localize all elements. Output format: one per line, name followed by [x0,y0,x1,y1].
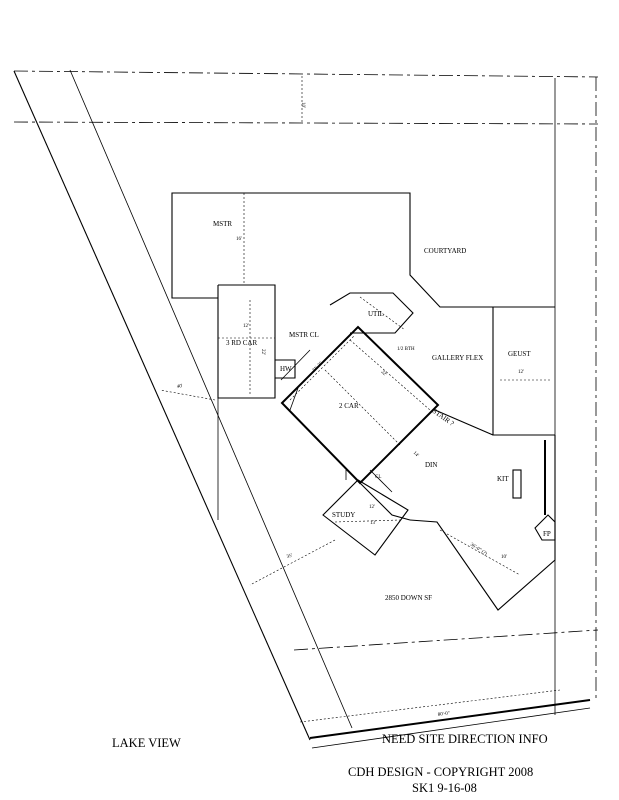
dim-top-setback: 10' [300,102,305,108]
sheet-id: SK1 9-16-08 [412,781,477,795]
building-walls [171,192,556,611]
dim-lower-setback: 35' [286,554,293,560]
dim-side-setback: 40' [176,384,183,390]
dim-two-car-d: 22' [380,370,388,378]
dimension-labels: 10' 16' 12' 22' 21'-3" 22' 12' 14' 12' 1… [176,102,524,718]
dim-guest: 12' [518,370,524,375]
room-third-car: 3 RD CAR [226,339,257,347]
copyright-line: CDH DESIGN - COPYRIGHT 2008 [348,765,533,779]
dim-study-w: 12' [369,505,375,510]
room-courtyard: COURTYARD [424,247,466,255]
room-hw: HW [280,365,292,373]
site-direction-note: NEED SITE DIRECTION INFO [382,732,548,746]
dim-frontage: 80'-0" [438,711,451,718]
title-block: 2850 DOWN SF LAKE VIEW NEED SITE DIRECTI… [112,594,548,795]
room-gallery-flex: GALLERY FLEX [432,354,483,362]
room-fp: FP [543,530,551,538]
room-kit: KIT [497,475,509,483]
dim-kit-span: 36'-0" (?) [469,542,488,557]
dim-mstr: 16' [236,237,242,242]
dim-study-d: 13' [370,521,376,526]
room-cl: CL [375,475,381,480]
room-stair: STAIR ? [431,407,456,428]
room-labels: MSTR COURTYARD UTIL 3 RD CAR MSTR CL 1/2… [213,220,551,538]
dim-third-car-d: 22' [260,349,265,355]
room-study: STUDY [332,511,355,519]
property-lines [13,69,599,749]
room-guest: GEUST [508,350,531,358]
dim-kit-side: 10' [501,555,507,560]
room-util: UTIL [368,310,384,318]
dim-two-car-w: 21'-3" [312,361,324,373]
room-din: DIN [425,461,437,469]
dim-din: 14' [412,451,420,459]
lake-view-label: LAKE VIEW [112,736,181,750]
room-half-bath: 1/2 BTH [397,347,415,352]
room-mstr: MSTR [213,220,232,228]
room-two-car: 2 CAR [339,402,359,410]
room-mstr-cl: MSTR CL [289,331,319,339]
dim-third-car-w: 12' [243,324,249,329]
area-note: 2850 DOWN SF [385,594,432,602]
